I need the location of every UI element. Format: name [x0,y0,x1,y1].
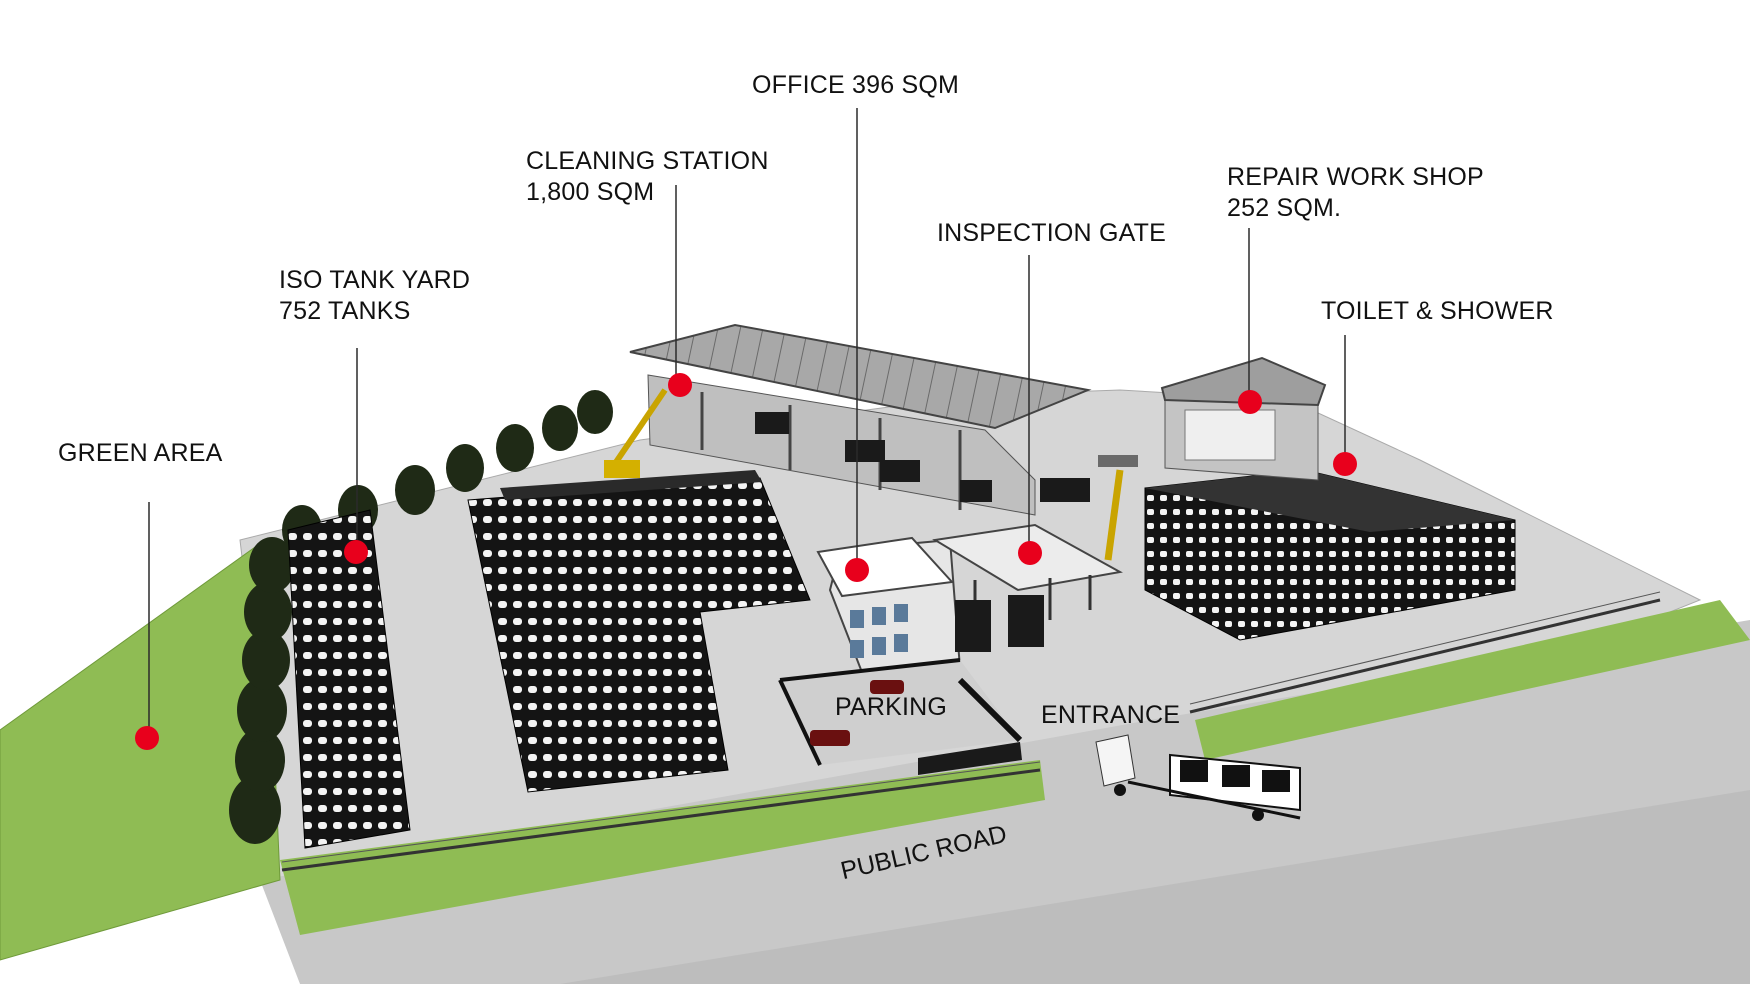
marker-dot-inspection-gate [1018,541,1042,565]
label-cleaning-station: CLEANING STATION 1,800 SQM [526,146,769,208]
truck-icon [1095,734,1301,821]
iso-tank-stack-left [287,509,411,849]
label-inspection-gate: INSPECTION GATE [937,219,1166,247]
iso-tank-field-main [467,477,811,793]
parking-wall [779,658,961,682]
entrance-gate [918,742,1022,775]
marker-dot-green-area [135,726,159,750]
road-lane [560,790,1750,984]
leader-lines [148,108,1346,738]
green-area [0,539,281,961]
label-entrance: ENTRANCE [1041,701,1181,729]
label-iso-tank-yard-line2: 752 TANKS [279,297,411,325]
marker-dot-office [845,558,869,582]
cleaning-station-roof [629,323,1092,430]
cleaning-station-walls [647,374,1036,516]
front-fence [281,768,1041,872]
marker-dot-cleaning-station [668,373,692,397]
label-iso-tank-yard-line1: ISO TANK YARD [279,266,471,294]
grass-strip-front [280,760,1045,935]
grass-strip-right [1195,600,1750,760]
tree-row [229,390,613,844]
marker-dots [135,373,1357,750]
office-windows [850,604,908,658]
gate-tank-trucks [955,595,1044,652]
label-repair-workshop-line1: REPAIR WORK SHOP [1227,163,1484,191]
label-repair-workshop: REPAIR WORK SHOP 252 SQM. [1227,162,1484,224]
shed-tanks [755,412,1090,502]
marker-dot-iso-tank-yard [344,540,368,564]
marker-dot-repair-workshop [1238,390,1262,414]
label-green-area: GREEN AREA [58,439,223,467]
label-parking: PARKING [835,693,948,721]
label-toilet-shower: TOILET & SHOWER [1321,297,1554,325]
marker-dot-toilet-shower [1333,452,1357,476]
label-office: OFFICE 396 SQM [752,71,960,99]
iso-tank-field-rear [500,470,762,500]
label-cleaning-station-line2: 1,800 SQM [526,178,655,206]
label-cleaning-station-line1: CLEANING STATION [526,147,769,175]
office-roof [816,536,955,598]
label-repair-workshop-line2: 252 SQM. [1227,194,1342,222]
gate-crane-icon [1104,469,1124,561]
repair-workshop-roof [1160,356,1327,407]
right-fence [1189,598,1661,714]
crane-icon [609,388,668,470]
label-iso-tank-yard: ISO TANK YARD 752 TANKS [279,265,470,327]
car-icon [810,730,850,746]
